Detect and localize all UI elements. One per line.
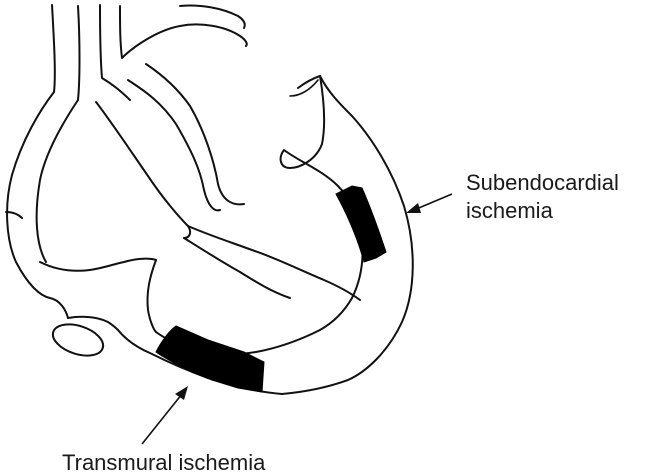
valve-line [184, 238, 290, 298]
transmural-ischemia-region [156, 326, 264, 392]
aorta-left-wall [100, 5, 130, 100]
interventricular-septum [188, 226, 360, 300]
vena-cava-inner-wall [37, 6, 80, 262]
aorta-inner-line [146, 64, 244, 204]
aorta-right-wall [120, 6, 247, 58]
inferior-vena-cava-wall [68, 317, 118, 330]
pulmonary-notch [290, 80, 318, 96]
subendocardial-ischemia-region [336, 186, 386, 262]
transmural-arrowhead [175, 386, 188, 400]
heart-outer-left-wall [7, 5, 68, 318]
right-ventricle-wall [147, 260, 156, 332]
subendocardial-label-line1: Subendocardial [466, 170, 619, 195]
inferior-vessel-opening [49, 319, 107, 362]
transmural-label: Transmural ischemia [62, 450, 266, 475]
transmural-arrow-line [142, 394, 182, 444]
left-ventricle-outer-wall [282, 76, 413, 394]
aorta-descending [128, 80, 220, 210]
subendocardial-arrow-line [414, 194, 452, 210]
left-vessel-branch [6, 212, 22, 218]
subendocardial-label-line2: ischemia [466, 198, 554, 223]
right-atrium-inner-curve [40, 259, 156, 271]
subendocardial-arrowhead [406, 203, 421, 213]
